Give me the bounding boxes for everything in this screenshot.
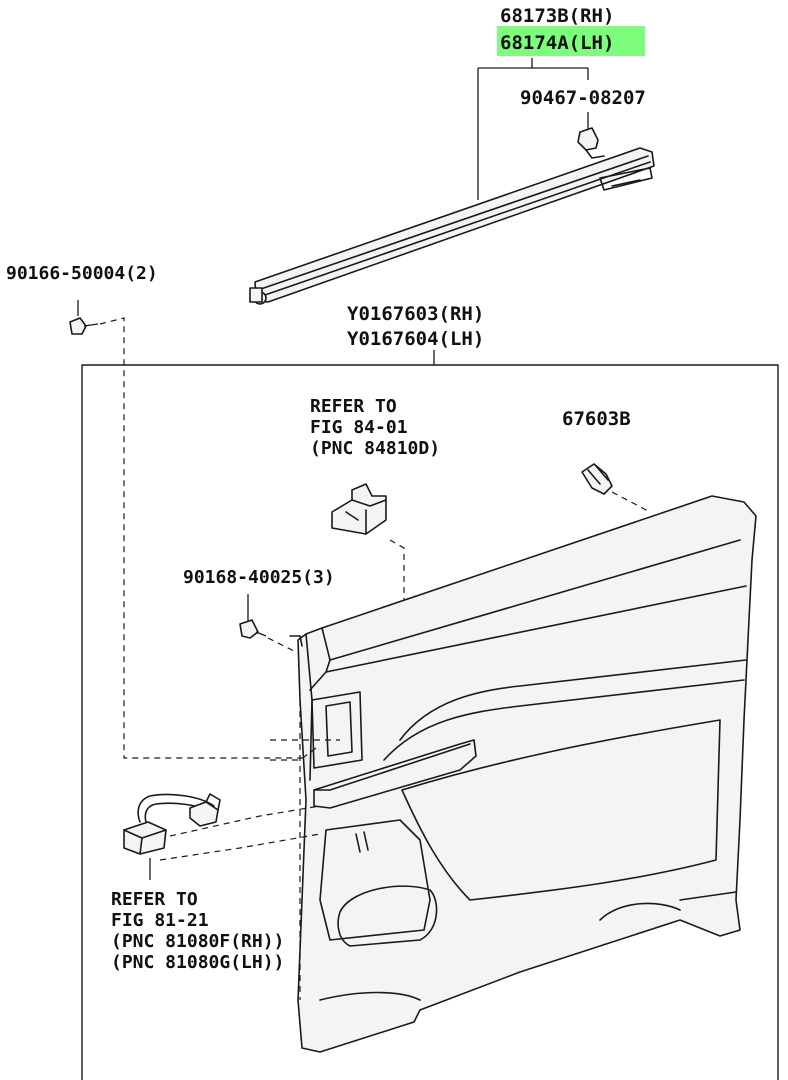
- screw-90166: [69, 300, 99, 335]
- reference-84-line3: (PNC 84810D): [310, 438, 440, 459]
- clip-67603b-dash: [611, 491, 651, 513]
- handle-bracket: [331, 483, 387, 535]
- door-trim-panel: [289, 495, 757, 1053]
- part-label-68174a: 68174A(LH): [500, 32, 614, 54]
- reference-81-line3: (PNC 81080F(RH)): [111, 931, 284, 952]
- screw-90166-dash: [99, 317, 320, 759]
- part-label-90467: 90467-08207: [520, 87, 646, 109]
- power-switch-harness: [123, 793, 221, 855]
- part-label-y0167604: Y0167604(LH): [347, 328, 484, 350]
- highlight-box: [497, 26, 645, 56]
- part-label-67603b: 67603B: [562, 408, 631, 430]
- reference-81-line4: (PNC 81080G(LH)): [111, 952, 284, 973]
- part-label-y0167603: Y0167603(RH): [347, 303, 484, 325]
- reference-81-line2: FIG 81-21: [111, 910, 209, 931]
- clip-67603b: [581, 463, 613, 495]
- clip-90467: [577, 127, 605, 159]
- door-glass-weatherstrip: [249, 147, 655, 305]
- part-label-90168: 90168-40025(3): [183, 567, 335, 588]
- part-label-90166: 90166-50004(2): [6, 263, 158, 284]
- reference-84-line1: REFER TO: [310, 396, 397, 417]
- screw-90168: [239, 594, 267, 639]
- weatherstrip-leader: [477, 58, 589, 200]
- panel-dash-inner: [270, 739, 340, 761]
- harness-dash: [159, 805, 321, 861]
- part-label-68173b: 68173B(RH): [500, 5, 614, 27]
- reference-84-line2: FIG 84-01: [310, 417, 408, 438]
- door-trim-frame: [81, 350, 779, 1080]
- reference-81-line1: REFER TO: [111, 889, 198, 910]
